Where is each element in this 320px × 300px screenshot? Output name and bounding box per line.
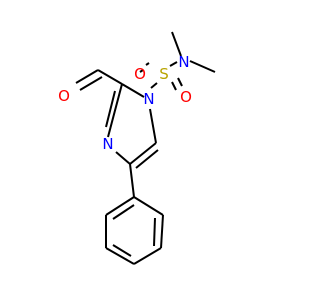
- bond-s-o-right: [171, 81, 177, 91]
- bond-s-o-right-second: [177, 77, 183, 87]
- bond-aldehyde-ch: [97, 69, 123, 85]
- bond-aldehyde-co-second: [79, 76, 103, 91]
- bond-layer: [75, 31, 216, 265]
- atom-label-sulfonyl-oxygen-right: O: [180, 88, 192, 106]
- bond-c4-phenyl: [129, 163, 135, 198]
- atom-label-ring-n3: N: [102, 135, 113, 153]
- bond-c4-c5: [129, 142, 157, 165]
- bond-s-n: [169, 61, 178, 67]
- bond-s-o-left: [139, 69, 144, 73]
- bond-c2-n3-second: [105, 90, 116, 128]
- bond-aldehyde-co: [75, 69, 99, 84]
- atom-label-formyl-oxygen: O: [58, 87, 70, 105]
- bond-ph-3-4: [133, 247, 162, 265]
- atom-label-sulfonyl-sulfur: S: [159, 65, 169, 83]
- bond-c2-n1: [121, 83, 145, 98]
- atom-label-amide-nitrogen: N: [178, 53, 189, 71]
- bond-s-o-left-second: [145, 62, 150, 66]
- bond-c2-n3: [107, 83, 123, 138]
- bond-c4-c5-second: [135, 149, 159, 169]
- bond-ph-2-3: [160, 214, 164, 249]
- bond-c5-n1: [149, 108, 157, 144]
- bond-ph-6-1-second: [112, 204, 135, 220]
- bond-n1-s: [150, 82, 158, 89]
- bond-ph-6-1: [105, 196, 135, 216]
- bond-ph-1-2: [133, 196, 164, 216]
- bond-ph-4-5-second: [112, 244, 132, 257]
- atom-label-ring-n1: N: [143, 90, 154, 108]
- bond-n3-c4: [115, 151, 131, 165]
- bond-n-methyl-right: [189, 60, 216, 73]
- bond-ph-2-3-second: [153, 217, 156, 247]
- atom-label-layer: O N N S O O N: [58, 53, 192, 153]
- molecule-structure: O N N S O O N: [58, 31, 216, 265]
- atom-label-sulfonyl-oxygen-left: O: [134, 65, 146, 83]
- bond-n-methyl-up: [171, 31, 182, 57]
- bond-ph-4-5: [105, 247, 135, 265]
